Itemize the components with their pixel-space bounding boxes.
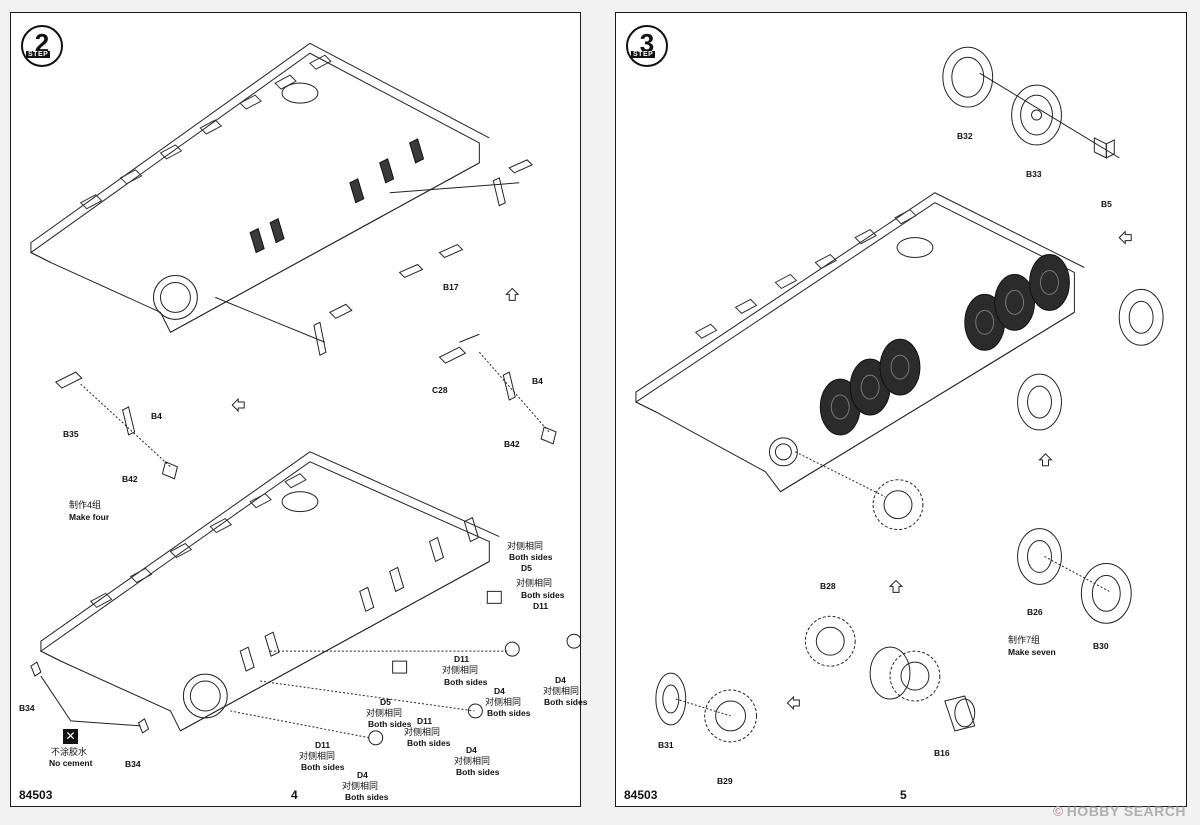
- part-label-b42-right: B42: [504, 439, 520, 449]
- part-label-b4-right: B4: [532, 376, 543, 386]
- part-label-d4-b: D4: [555, 675, 566, 685]
- no-cement-cn: 不涂胶水: [51, 747, 88, 757]
- make-four-cn: 制作4组: [69, 500, 102, 510]
- page-number: 4: [291, 788, 298, 802]
- both-sides-cn-10: 对侧相同: [342, 781, 379, 791]
- both-sides-en-10: Both sides: [345, 792, 389, 802]
- make-seven-en: Make seven: [1008, 647, 1056, 657]
- watermark-logo-icon: ©: [1052, 803, 1064, 819]
- part-label-b17: B17: [443, 282, 459, 292]
- both-sides-cn-3: 对侧相同: [442, 665, 479, 675]
- step-word: STEP: [631, 51, 656, 58]
- both-sides-cn-4: 对侧相同: [485, 697, 522, 707]
- part-label-d5-low: D5: [380, 697, 391, 707]
- kit-number: 84503: [624, 788, 658, 802]
- part-label-b16: B16: [934, 748, 950, 758]
- make-four-en: Make four: [69, 512, 110, 522]
- part-label-b32: B32: [957, 131, 973, 141]
- make-seven-cn: 制作7组: [1008, 635, 1041, 645]
- both-sides-en-9: Both sides: [301, 762, 345, 772]
- part-label-d11-low: D11: [417, 716, 433, 726]
- watermark: ©HOBBY SEARCH: [1053, 803, 1186, 819]
- both-sides-en-3: Both sides: [444, 677, 488, 687]
- step-number: 2: [34, 28, 50, 58]
- part-label-b31: B31: [658, 740, 674, 750]
- page-number: 5: [900, 788, 907, 802]
- both-sides-cn-2: 对侧相同: [516, 578, 553, 588]
- step-2-assembly-drawing: [29, 42, 580, 746]
- both-sides-cn-9: 对侧相同: [299, 751, 336, 761]
- step-number: 3: [639, 28, 655, 58]
- part-label-d4-d: D4: [357, 770, 368, 780]
- both-sides-en-8: Both sides: [456, 767, 500, 777]
- both-sides-en-7: Both sides: [407, 738, 451, 748]
- part-label-b4-left: B4: [151, 411, 162, 421]
- watermark-text: HOBBY SEARCH: [1066, 803, 1186, 819]
- part-label-d4-a: D4: [494, 686, 505, 696]
- part-label-d4-c: D4: [466, 745, 477, 755]
- both-sides-en-6: Both sides: [368, 719, 412, 729]
- step-2-badge: 2 STEP: [21, 25, 63, 67]
- both-sides-cn-7: 对侧相同: [404, 727, 441, 737]
- step-3-assembly-drawing: [634, 46, 1164, 743]
- part-label-b35: B35: [63, 429, 79, 439]
- part-label-d5-top: D5: [521, 563, 532, 573]
- part-label-d11-mid: D11: [454, 654, 470, 664]
- step-word: STEP: [26, 51, 51, 58]
- part-label-b34-left: B34: [19, 703, 35, 713]
- both-sides-cn-6: 对侧相同: [366, 708, 403, 718]
- part-label-b5: B5: [1101, 199, 1112, 209]
- no-cement-en: No cement: [49, 758, 93, 768]
- both-sides-cn-5: 对侧相同: [543, 686, 580, 696]
- both-sides-en-5: Both sides: [544, 697, 588, 707]
- part-label-b34-right: B34: [125, 759, 141, 769]
- part-label-b33: B33: [1026, 169, 1042, 179]
- part-label-b26: B26: [1027, 607, 1043, 617]
- part-label-d11-top: D11: [533, 601, 549, 611]
- part-label-c28: C28: [432, 385, 448, 395]
- kit-number: 84503: [19, 788, 53, 802]
- part-label-b42-left: B42: [122, 474, 138, 484]
- step-3-badge: 3 STEP: [626, 25, 668, 67]
- both-sides-cn-8: 对侧相同: [454, 756, 491, 766]
- part-label-d11-bottom: D11: [315, 740, 331, 750]
- both-sides-cn-1: 对侧相同: [507, 541, 544, 551]
- part-label-b30: B30: [1093, 641, 1109, 651]
- part-label-b28: B28: [820, 581, 836, 591]
- both-sides-en-2: Both sides: [521, 590, 565, 600]
- no-cement-icon: ✕: [63, 729, 78, 744]
- both-sides-en-1: Both sides: [509, 552, 553, 562]
- both-sides-en-4: Both sides: [487, 708, 531, 718]
- instruction-page-5: 3 STEP B32 B33 B5 B28 B26 B30 制作7组 Make …: [615, 12, 1187, 807]
- instruction-page-4: 2 STEP B17 C28 B4 B42 B35 B4 B42 制作4组 Ma…: [10, 12, 587, 807]
- part-label-b29: B29: [717, 776, 733, 786]
